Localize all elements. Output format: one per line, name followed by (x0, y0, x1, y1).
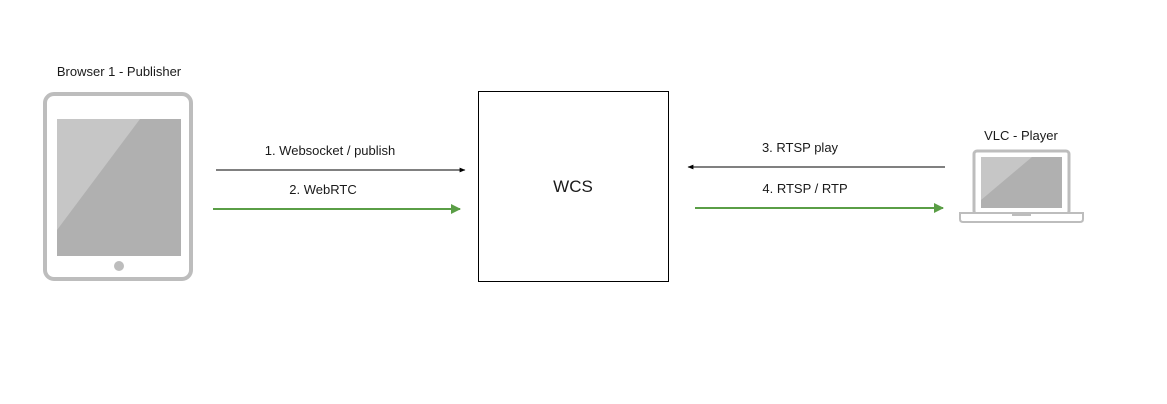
player-label: VLC - Player (984, 128, 1058, 143)
edge-label-rtsp-rtp: 4. RTSP / RTP (762, 181, 847, 196)
publisher-label: Browser 1 - Publisher (57, 64, 182, 79)
edge-label-websocket-publish: 1. Websocket / publish (265, 143, 396, 158)
tablet-icon (43, 92, 193, 281)
wcs-label: WCS (553, 177, 593, 196)
edge-label-webrtc: 2. WebRTC (289, 182, 356, 197)
edge-label-rtsp-play: 3. RTSP play (762, 140, 839, 155)
laptop-icon (959, 149, 1084, 223)
wcs-server-box (478, 91, 669, 282)
